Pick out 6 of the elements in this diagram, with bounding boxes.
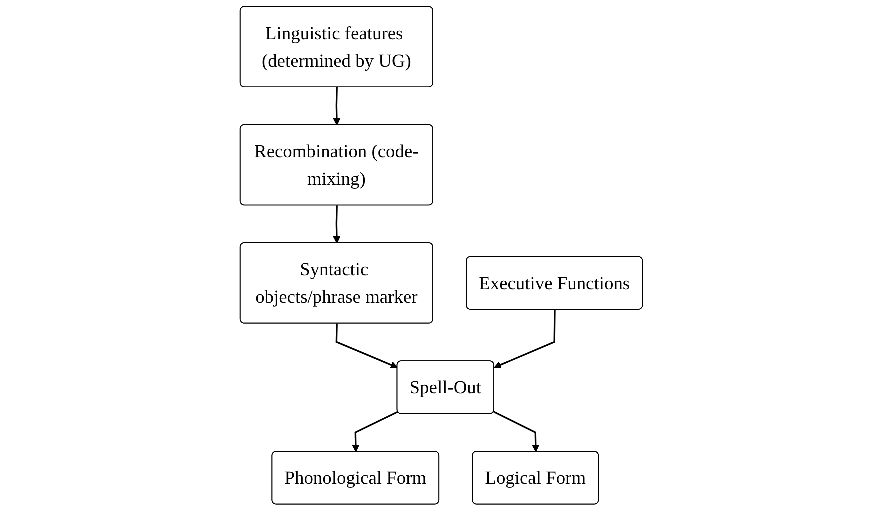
arrow [333,206,341,244]
arrow [333,88,341,126]
arrow [494,310,556,369]
arrow [336,324,398,369]
arrow [494,411,540,452]
arrow [352,411,398,452]
